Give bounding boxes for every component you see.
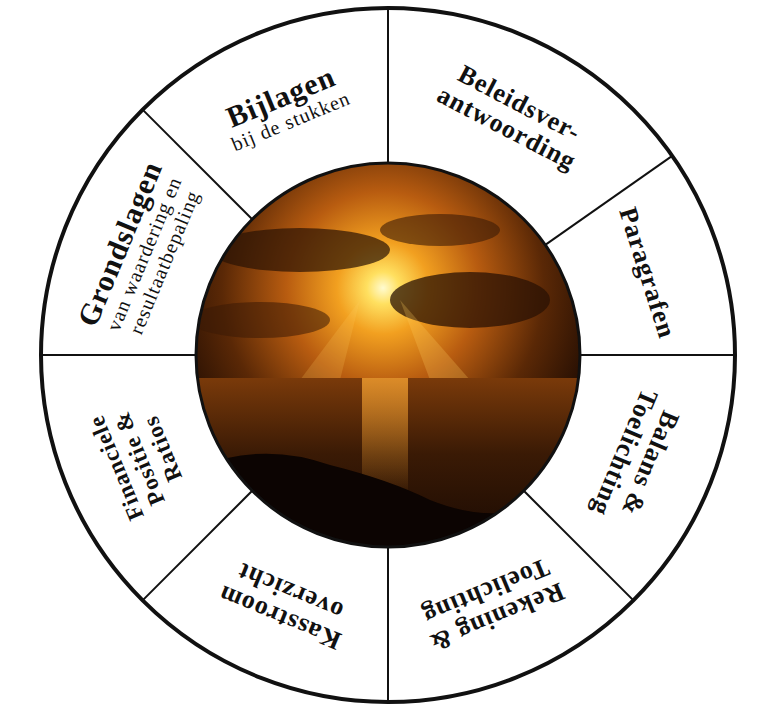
outer-ring [41, 8, 735, 702]
inner-ring [196, 163, 580, 547]
ring-segment: Bijlagenbij de stukken [185, 45, 387, 170]
ring-segment: Financiele Positie & Ratios [79, 379, 201, 537]
segment-heading: Financiele Positie & Ratios [79, 379, 201, 537]
ring-segment: Paragrafen [610, 193, 685, 354]
ring-segment: Kasstroom overzicht [198, 547, 372, 662]
segment-heading: Balans & Toelichting [581, 374, 694, 543]
ring-segment: Rekening & Toelichting [404, 547, 578, 662]
segment-heading: Beleidsver- antwoording [424, 51, 601, 179]
segment-heading: Kasstroom overzicht [198, 547, 372, 662]
segment-heading: Paragrafen [610, 193, 685, 354]
segment-heading: Rekening & Toelichting [404, 547, 578, 662]
ring-segment: Beleidsver- antwoording [424, 51, 601, 179]
segment-dividers [41, 8, 735, 702]
ring-segment: Grondslagenvan waardering en resultaatbe… [68, 147, 213, 357]
ring-segment: Balans & Toelichting [581, 374, 694, 543]
sunset-photo [190, 160, 590, 570]
